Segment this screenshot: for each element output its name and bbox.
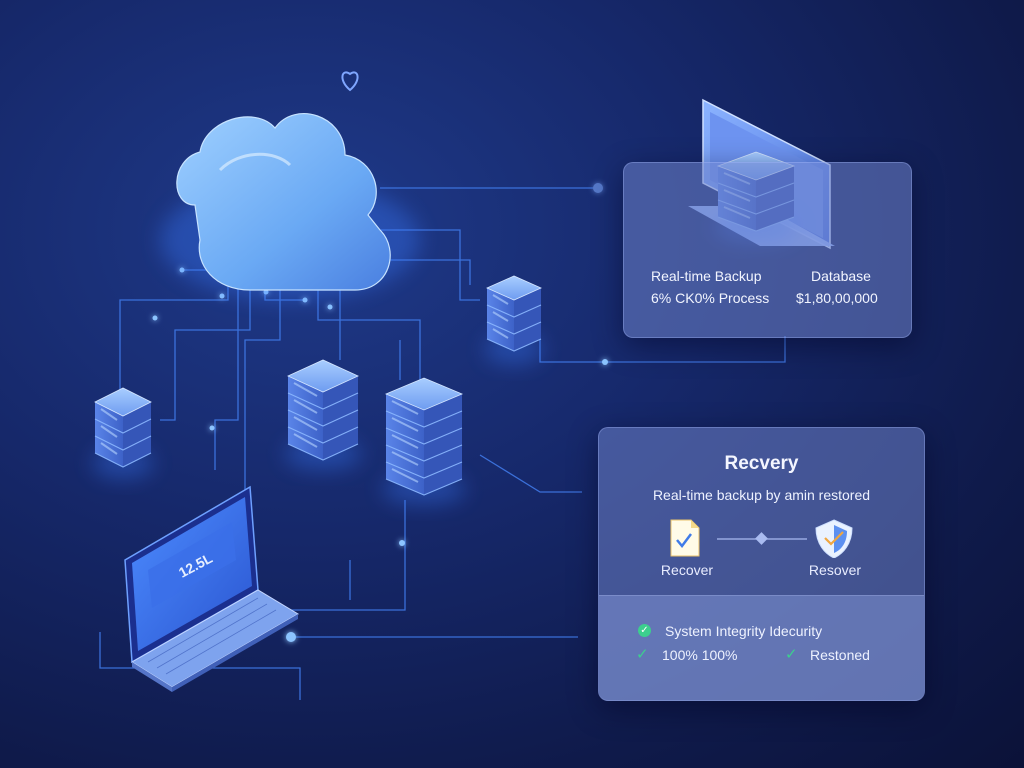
document-icon (670, 519, 700, 557)
status-row-2-left: 100% 100% (662, 647, 738, 663)
heart-icon (341, 71, 359, 92)
status-row-2-right: Restoned (810, 647, 870, 663)
server-stack-1 (92, 387, 154, 479)
database-value: $1,80,00,000 (796, 290, 878, 306)
recovery-title: Recvery (724, 453, 799, 474)
check-icon: ✓ (638, 624, 651, 637)
recovery-flow (670, 519, 853, 558)
resover-label: Resover (808, 562, 862, 578)
check-icon: ✓ (785, 646, 798, 663)
recovery-panel: Recvery Real-time backup by amin restore… (598, 427, 925, 701)
database-label: Database (811, 268, 871, 284)
laptop-keyboard (147, 597, 277, 675)
laptop: 12.5L (124, 485, 299, 692)
flow-node (755, 532, 768, 545)
status-row-1: System Integrity Idecurity (665, 623, 823, 639)
shield-icon (815, 519, 853, 558)
server-stack-2 (284, 359, 362, 470)
server-stack-3 (382, 377, 466, 505)
recovery-subtitle: Real-time backup by amin restored (652, 487, 871, 503)
recovery-status-area: ✓ System Integrity Idecurity ✓ 100% 100%… (599, 595, 924, 701)
recover-label: Recover (660, 562, 714, 578)
cloud-icon (160, 113, 420, 300)
check-icon: ✓ (636, 646, 649, 663)
backup-progress: 6% CK0% Process (651, 290, 770, 306)
server-stack-4 (484, 275, 544, 365)
backup-label: Real-time Backup (651, 268, 762, 284)
backup-panel: Real-time Backup 6% CK0% Process Databas… (623, 162, 912, 338)
